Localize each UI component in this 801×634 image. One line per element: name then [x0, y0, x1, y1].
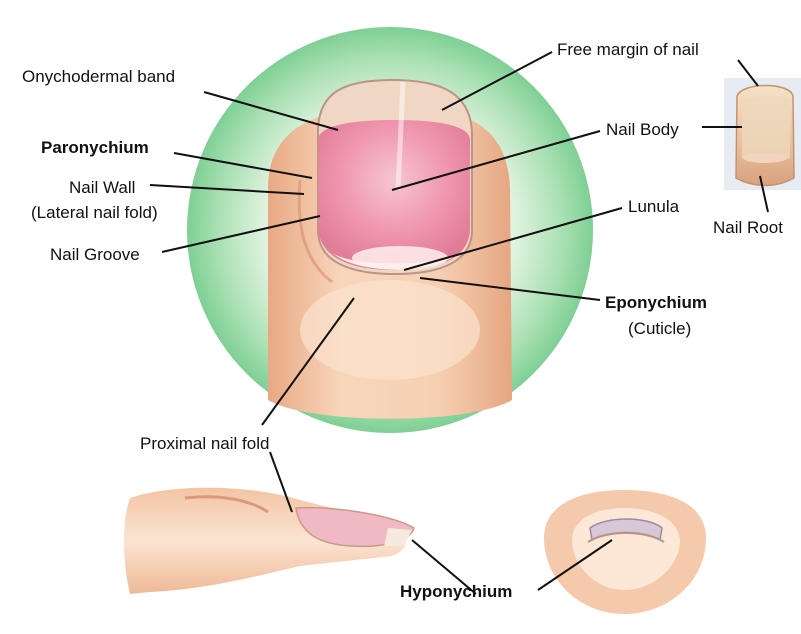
label-onychodermal-band: Onychodermal band [22, 67, 175, 87]
label-nail-groove: Nail Groove [50, 245, 140, 265]
label-nail-wall: Nail Wall [69, 178, 135, 198]
label-eponychium: Eponychium [605, 293, 707, 313]
label-lateral-nail-fold: (Lateral nail fold) [31, 203, 158, 223]
label-free-margin: Free margin of nail [557, 40, 699, 60]
label-nail-body: Nail Body [606, 120, 679, 140]
label-proximal-nail-fold: Proximal nail fold [140, 434, 269, 454]
label-lunula: Lunula [628, 197, 679, 217]
label-paronychium: Paronychium [41, 138, 149, 158]
label-hyponychium: Hyponychium [400, 582, 512, 602]
label-cuticle: (Cuticle) [628, 319, 691, 339]
label-nail-root: Nail Root [713, 218, 783, 238]
